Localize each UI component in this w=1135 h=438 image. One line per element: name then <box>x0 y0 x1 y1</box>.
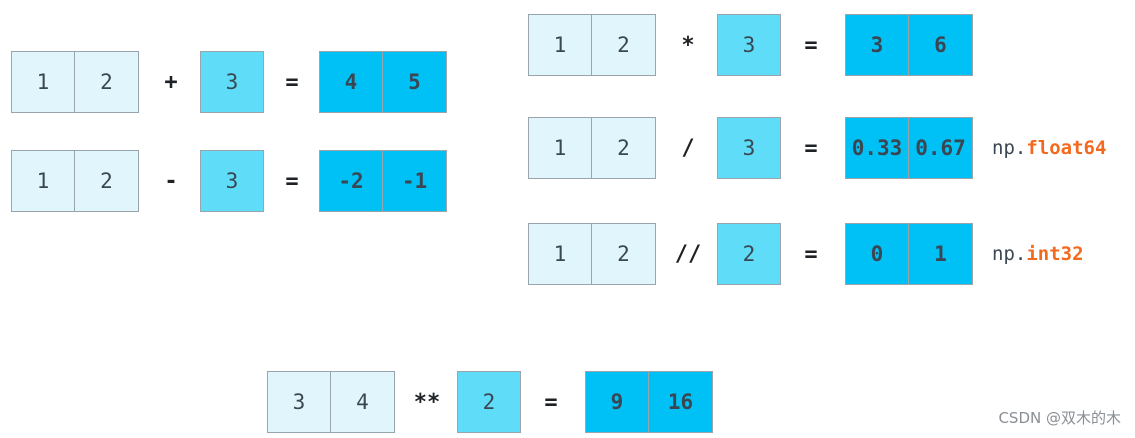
result-cell: 5 <box>383 51 447 113</box>
scalar: 3 <box>717 117 781 179</box>
addition-row: 1 2 + 3 = 4 5 <box>11 51 451 113</box>
dtype-label: np.int32 <box>992 223 1084 285</box>
multiplication-row: 1 2 * 3 = 3 6 <box>528 14 988 76</box>
scalar-cell: 3 <box>200 51 264 113</box>
minus-operator: - <box>164 168 178 194</box>
plus-operator: + <box>164 69 178 95</box>
array-cell: 1 <box>11 150 75 212</box>
equals-sign: = <box>804 135 818 161</box>
result-cell: 9 <box>585 371 649 433</box>
scalar: 3 <box>200 150 264 212</box>
equals-sign: = <box>804 32 818 58</box>
array-cell: 2 <box>592 14 656 76</box>
equals-sign: = <box>285 168 299 194</box>
array-cell: 1 <box>528 223 592 285</box>
dtype-prefix: np. <box>992 243 1027 265</box>
dtype-label: np.float64 <box>992 117 1106 179</box>
division-row: 1 2 / 3 = 0.33 0.67 np.float64 <box>528 117 1128 179</box>
subtraction-row: 1 2 - 3 = -2 -1 <box>11 150 451 212</box>
result-cell: 6 <box>909 14 973 76</box>
scalar-cell: 3 <box>717 117 781 179</box>
result-cell: 0.33 <box>845 117 909 179</box>
result-cell: 16 <box>649 371 713 433</box>
result-cell: 1 <box>909 223 973 285</box>
array-cell: 2 <box>592 117 656 179</box>
result-cell: 0 <box>845 223 909 285</box>
left-array: 1 2 <box>528 223 656 285</box>
array-cell: 1 <box>528 14 592 76</box>
scalar-cell: 2 <box>457 371 521 433</box>
power-row: 3 4 ** 2 = 9 16 <box>267 371 727 433</box>
multiply-operator: * <box>681 32 695 58</box>
watermark: CSDN @双木的木 <box>998 409 1121 427</box>
array-cell: 2 <box>592 223 656 285</box>
scalar: 2 <box>717 223 781 285</box>
dtype-name: int32 <box>1026 243 1084 265</box>
array-cell: 1 <box>11 51 75 113</box>
result-array: 9 16 <box>585 371 713 433</box>
result-cell: 0.67 <box>909 117 973 179</box>
scalar-cell: 3 <box>717 14 781 76</box>
result-array: 3 6 <box>845 14 973 76</box>
result-cell: 3 <box>845 14 909 76</box>
array-cell: 4 <box>331 371 395 433</box>
left-array: 1 2 <box>11 150 139 212</box>
power-operator: ** <box>413 389 441 415</box>
dtype-prefix: np. <box>992 137 1027 159</box>
floor-divide-operator: // <box>674 241 702 267</box>
result-cell: 4 <box>319 51 383 113</box>
result-array: 0.33 0.67 <box>845 117 973 179</box>
array-cell: 1 <box>528 117 592 179</box>
result-cell: -1 <box>383 150 447 212</box>
scalar: 3 <box>200 51 264 113</box>
floor-division-row: 1 2 // 2 = 0 1 np.int32 <box>528 223 1128 285</box>
scalar-cell: 2 <box>717 223 781 285</box>
divide-operator: / <box>681 135 695 161</box>
result-array: -2 -1 <box>319 150 447 212</box>
left-array: 1 2 <box>528 14 656 76</box>
scalar: 2 <box>457 371 521 433</box>
array-cell: 3 <box>267 371 331 433</box>
result-cell: -2 <box>319 150 383 212</box>
equals-sign: = <box>285 69 299 95</box>
left-array: 1 2 <box>11 51 139 113</box>
result-array: 4 5 <box>319 51 447 113</box>
scalar: 3 <box>717 14 781 76</box>
dtype-name: float64 <box>1026 137 1107 159</box>
left-array: 3 4 <box>267 371 395 433</box>
array-cell: 2 <box>75 150 139 212</box>
scalar-cell: 3 <box>200 150 264 212</box>
array-cell: 2 <box>75 51 139 113</box>
equals-sign: = <box>544 389 558 415</box>
equals-sign: = <box>804 241 818 267</box>
left-array: 1 2 <box>528 117 656 179</box>
result-array: 0 1 <box>845 223 973 285</box>
